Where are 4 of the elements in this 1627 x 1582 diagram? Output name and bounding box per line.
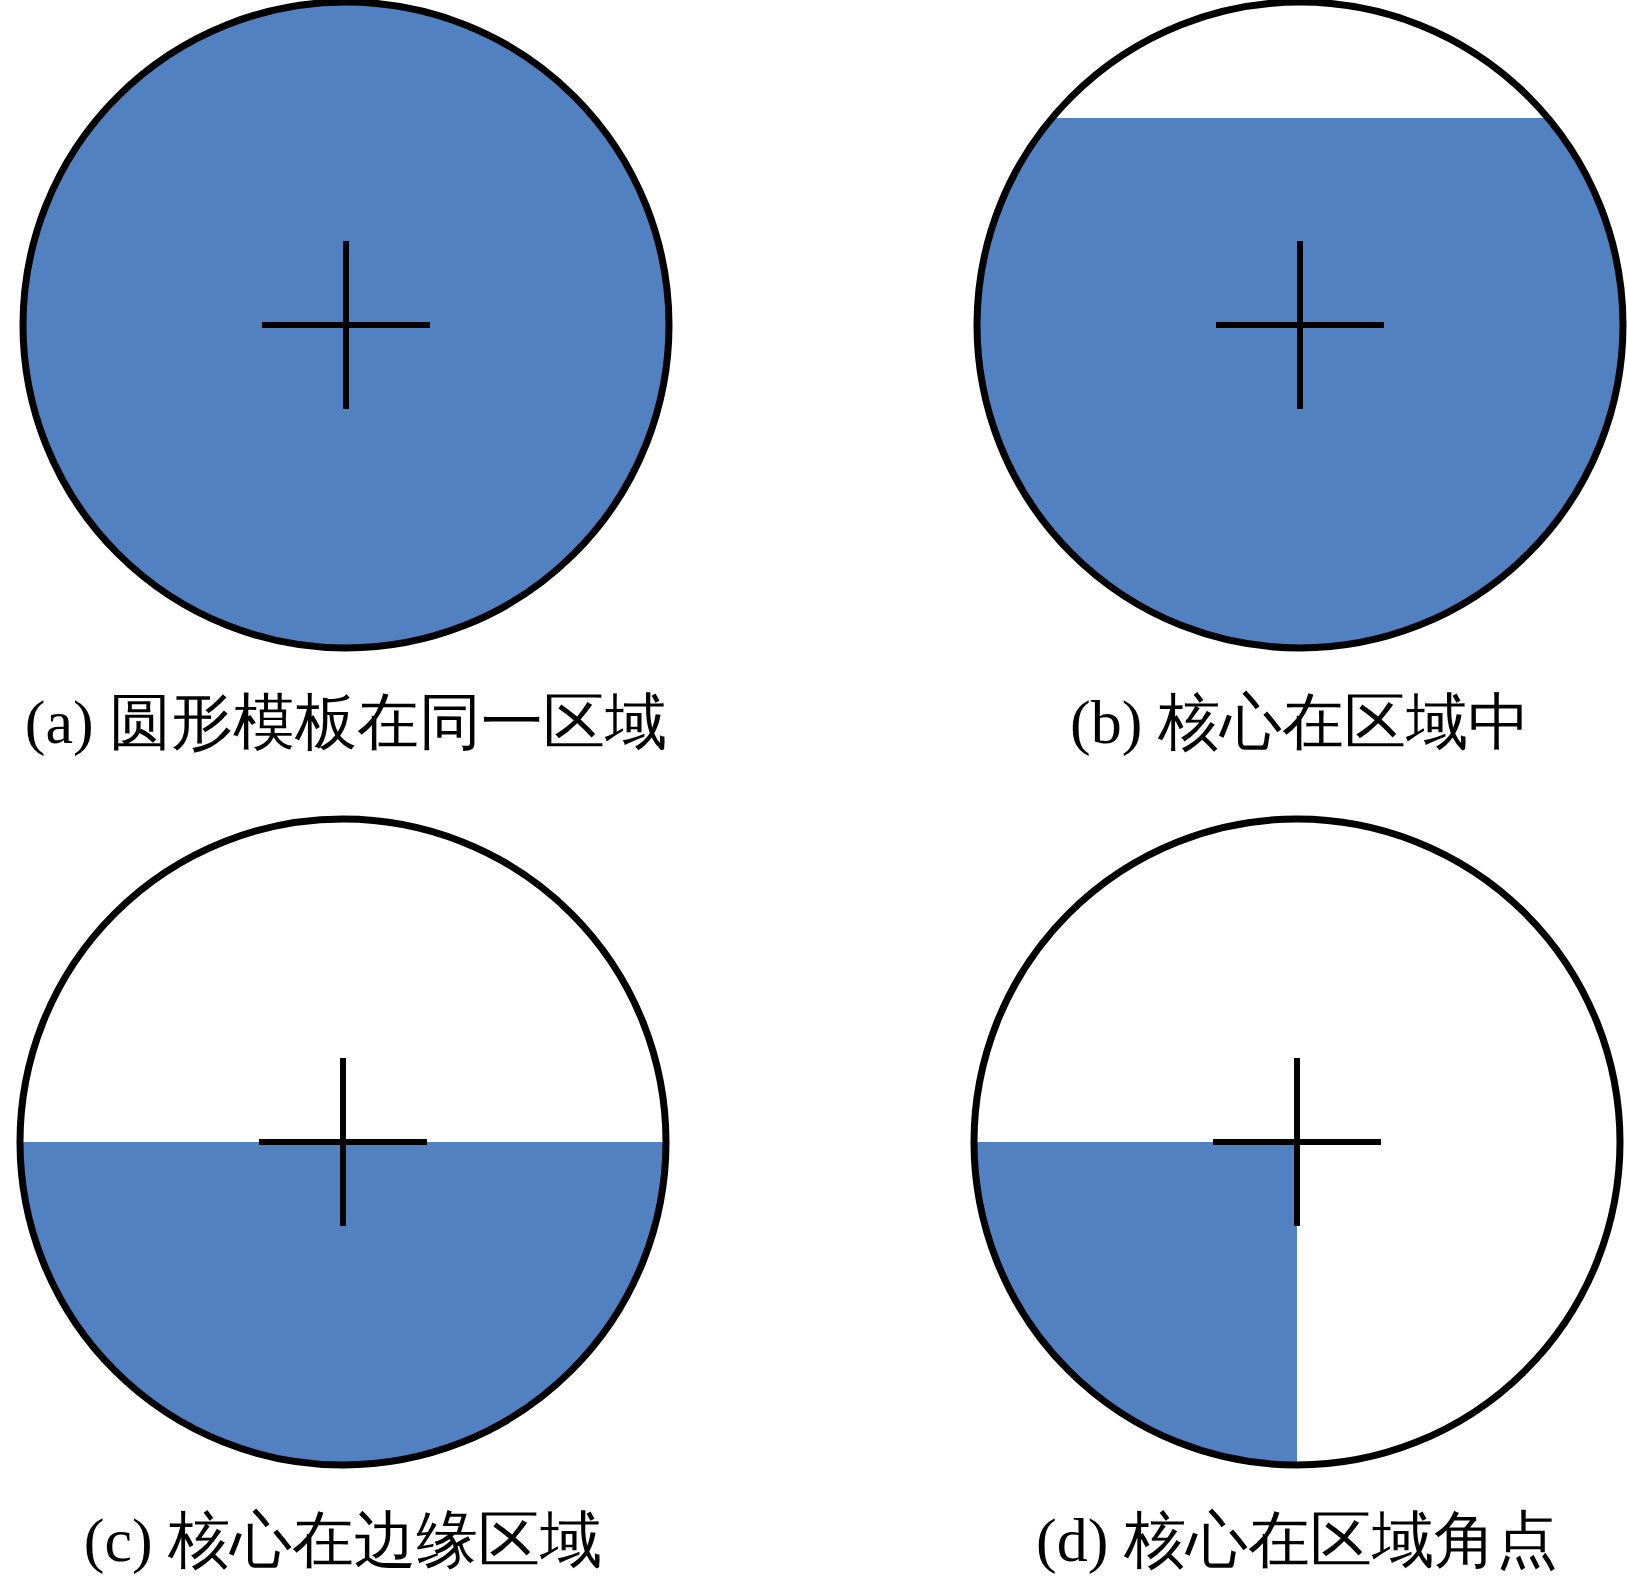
figure-caption: (a) 圆形模板在同一区域 (24, 688, 668, 757)
figure-caption: (c) 核心在边缘区域 (83, 1506, 603, 1575)
figure-caption: (b) 核心在区域中 (1070, 688, 1530, 757)
figure-caption: (d) 核心在区域角点 (1036, 1506, 1558, 1575)
